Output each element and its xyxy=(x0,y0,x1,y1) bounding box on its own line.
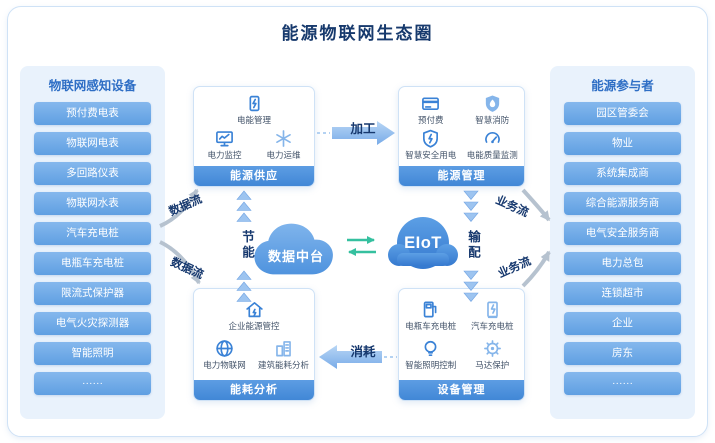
device-management-box: 电瓶车充电桩 汽车充电桩 智能照明控制 马达保护 xyxy=(398,288,525,401)
energy-participants-panel-header: 能源参与者 xyxy=(591,79,654,93)
fire-shield-icon xyxy=(485,95,499,112)
feature-label: 电力物联网 xyxy=(203,360,246,371)
power-ops-icon xyxy=(276,130,291,148)
feature-label: 电瓶车充电桩 xyxy=(405,320,457,331)
feature-power-iot: 电力物联网 xyxy=(195,339,254,371)
device-item: 物联网电表 xyxy=(34,132,151,155)
feature-label: 智慧安全用电 xyxy=(405,150,457,161)
eiot-cloud: EIoT xyxy=(384,213,462,279)
consume-label: 消耗 xyxy=(350,345,376,359)
device-item: 多回路仪表 xyxy=(34,162,151,185)
motor-protect-icon xyxy=(483,340,501,358)
participant-item: 企业 xyxy=(564,312,681,335)
energy-analysis-features: 企业能源管控 电力物联网 建筑能耗分析 xyxy=(194,289,314,380)
device-management-title: 设备管理 xyxy=(399,380,524,400)
feature-label: 电能管理 xyxy=(236,114,271,125)
participant-item: 连锁超市 xyxy=(564,282,681,305)
safe-power-icon xyxy=(423,130,439,148)
feature-building-energy: 建筑能耗分析 xyxy=(254,339,313,371)
participant-item: 系统集成商 xyxy=(564,162,681,185)
feature-label: 电力运维 xyxy=(266,150,301,161)
feature-label: 企业能源管控 xyxy=(228,320,280,331)
device-management-features: 电瓶车充电桩 汽车充电桩 智能照明控制 马达保护 xyxy=(399,289,524,380)
smart-lighting-icon xyxy=(424,341,437,357)
device-item: 物联网水表 xyxy=(34,192,151,215)
power-quality-icon xyxy=(484,132,500,144)
feature-car-charger: 汽车充电桩 xyxy=(462,300,524,332)
saving-label: 节能 xyxy=(240,230,254,261)
energy-participants-panel: 能源参与者 园区管委会 物业 系统集成商 综合能源服务商 电气安全服务商 电力总… xyxy=(550,66,695,419)
energy-management-features: 预付费 智慧消防 智慧安全用电 电能质量监测 xyxy=(399,87,524,166)
feature-label: 马达保护 xyxy=(475,360,510,371)
energy-analysis-box: 企业能源管控 电力物联网 建筑能耗分析 能耗分析 xyxy=(193,288,315,401)
iot-devices-panel: 物联网感知设备 预付费电表 物联网电表 多回路仪表 物联网水表 汽车充电桩 电瓶… xyxy=(20,66,165,419)
cloud-shape xyxy=(254,223,333,275)
feature-prepaid: 预付费 xyxy=(400,94,462,126)
device-item: 电气火灾探测器 xyxy=(34,312,151,335)
feature-label: 预付费 xyxy=(417,114,444,125)
data-platform-cloud: 数据中台 xyxy=(249,219,343,279)
feature-power-quality: 电能质量监测 xyxy=(462,129,524,161)
feature-smart-lighting: 智能照明控制 xyxy=(400,339,462,371)
energy-management-title: 能源管理 xyxy=(399,166,524,186)
enterprise-energy-icon xyxy=(245,301,263,317)
feature-motor-protect: 马达保护 xyxy=(462,339,524,371)
feature-smart-fire: 智慧消防 xyxy=(462,94,524,126)
device-item: 智能照明 xyxy=(34,342,151,365)
page-title: 能源物联网生态圈 xyxy=(281,24,434,43)
prepaid-card-icon xyxy=(422,97,440,110)
power-monitor-icon xyxy=(216,131,233,147)
feature-label: 建筑能耗分析 xyxy=(257,360,309,371)
car-charger-icon xyxy=(486,301,498,318)
feature-label: 智慧消防 xyxy=(475,114,510,125)
feature-safe-power: 智慧安全用电 xyxy=(400,129,462,161)
feature-label: 智能照明控制 xyxy=(405,360,457,371)
feature-label: 汽车充电桩 xyxy=(470,320,514,331)
process-label: 加工 xyxy=(350,122,376,136)
device-item: 预付费电表 xyxy=(34,102,151,125)
participant-item: 房东 xyxy=(564,342,681,365)
device-item: 汽车充电桩 xyxy=(34,222,151,245)
device-item: 电瓶车充电桩 xyxy=(34,252,151,275)
building-energy-icon xyxy=(276,341,291,357)
feature-label: 电力监控 xyxy=(207,150,242,161)
platform-label: 数据中台 xyxy=(267,249,324,264)
participant-item: 综合能源服务商 xyxy=(564,192,681,215)
eiot-shape xyxy=(388,217,458,269)
eiot-label: EIoT xyxy=(404,234,442,252)
feature-label: 电能质量监测 xyxy=(466,150,518,161)
energy-meter-icon xyxy=(249,95,259,111)
energy-supply-title: 能源供应 xyxy=(194,166,314,186)
participant-item: 园区管委会 xyxy=(564,102,681,125)
iot-devices-panel-header: 物联网感知设备 xyxy=(48,79,137,93)
feature-enterprise-energy: 企业能源管控 xyxy=(195,300,313,332)
feature-energy-mgmt: 电能管理 xyxy=(195,94,313,126)
energy-supply-box: 电能管理 电力监控 电力运维 能源供应 xyxy=(193,86,315,187)
energy-analysis-title: 能耗分析 xyxy=(194,380,314,400)
energy-management-box: 预付费 智慧消防 智慧安全用电 电能质量监测 xyxy=(398,86,525,187)
participant-item-ellipsis: ······ xyxy=(564,372,681,395)
participant-item: 电力总包 xyxy=(564,252,681,275)
device-item: 限流式保护器 xyxy=(34,282,151,305)
ebike-charger-icon xyxy=(423,301,437,318)
distribution-label: 输配 xyxy=(466,230,480,261)
feature-ebike-charger: 电瓶车充电桩 xyxy=(400,300,462,332)
power-iot-icon xyxy=(216,340,233,358)
participant-item: 物业 xyxy=(564,132,681,155)
feature-power-ops: 电力运维 xyxy=(254,129,313,161)
participant-item: 电气安全服务商 xyxy=(564,222,681,245)
energy-supply-features: 电能管理 电力监控 电力运维 xyxy=(194,87,314,166)
device-item-ellipsis: ······ xyxy=(34,372,151,395)
feature-power-monitor: 电力监控 xyxy=(195,129,254,161)
